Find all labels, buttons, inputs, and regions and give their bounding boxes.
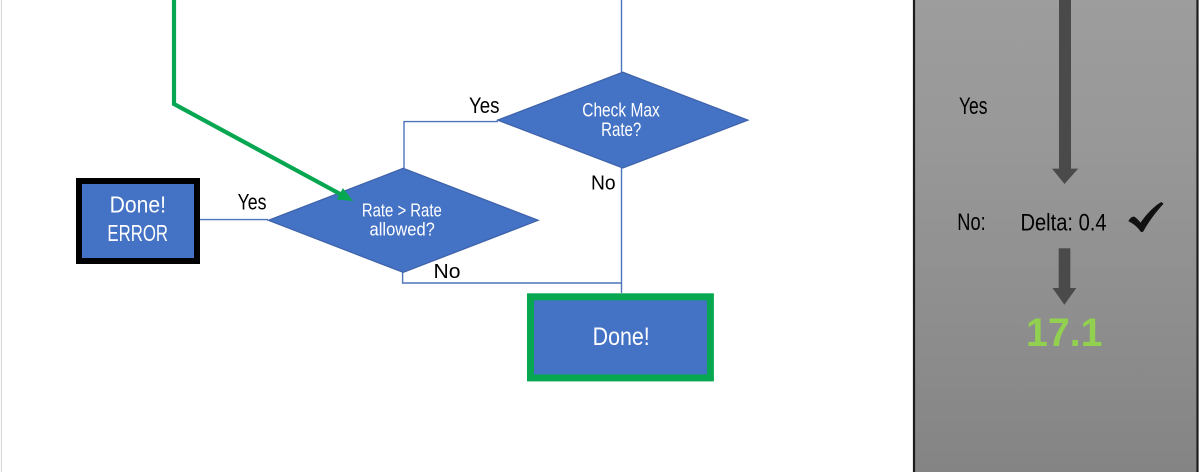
- svg-text:Yes: Yes: [238, 190, 267, 215]
- svg-text:No: No: [591, 172, 616, 195]
- svg-text:Yes: Yes: [959, 93, 988, 120]
- svg-text:Rate?: Rate?: [601, 119, 641, 141]
- svg-text:allowed?: allowed?: [370, 220, 435, 240]
- svg-text:Rate > Rate: Rate > Rate: [362, 201, 442, 221]
- svg-text:No:: No:: [957, 209, 985, 236]
- svg-text:17.1: 17.1: [1026, 311, 1103, 355]
- svg-text:Delta: 0.4: Delta: 0.4: [1021, 210, 1107, 237]
- svg-text:Done!: Done!: [593, 323, 650, 351]
- svg-text:No: No: [434, 260, 461, 283]
- svg-text:ERROR: ERROR: [107, 220, 168, 246]
- svg-text:Done!: Done!: [110, 191, 166, 217]
- svg-text:Check Max: Check Max: [582, 99, 660, 121]
- svg-text:Yes: Yes: [469, 93, 500, 118]
